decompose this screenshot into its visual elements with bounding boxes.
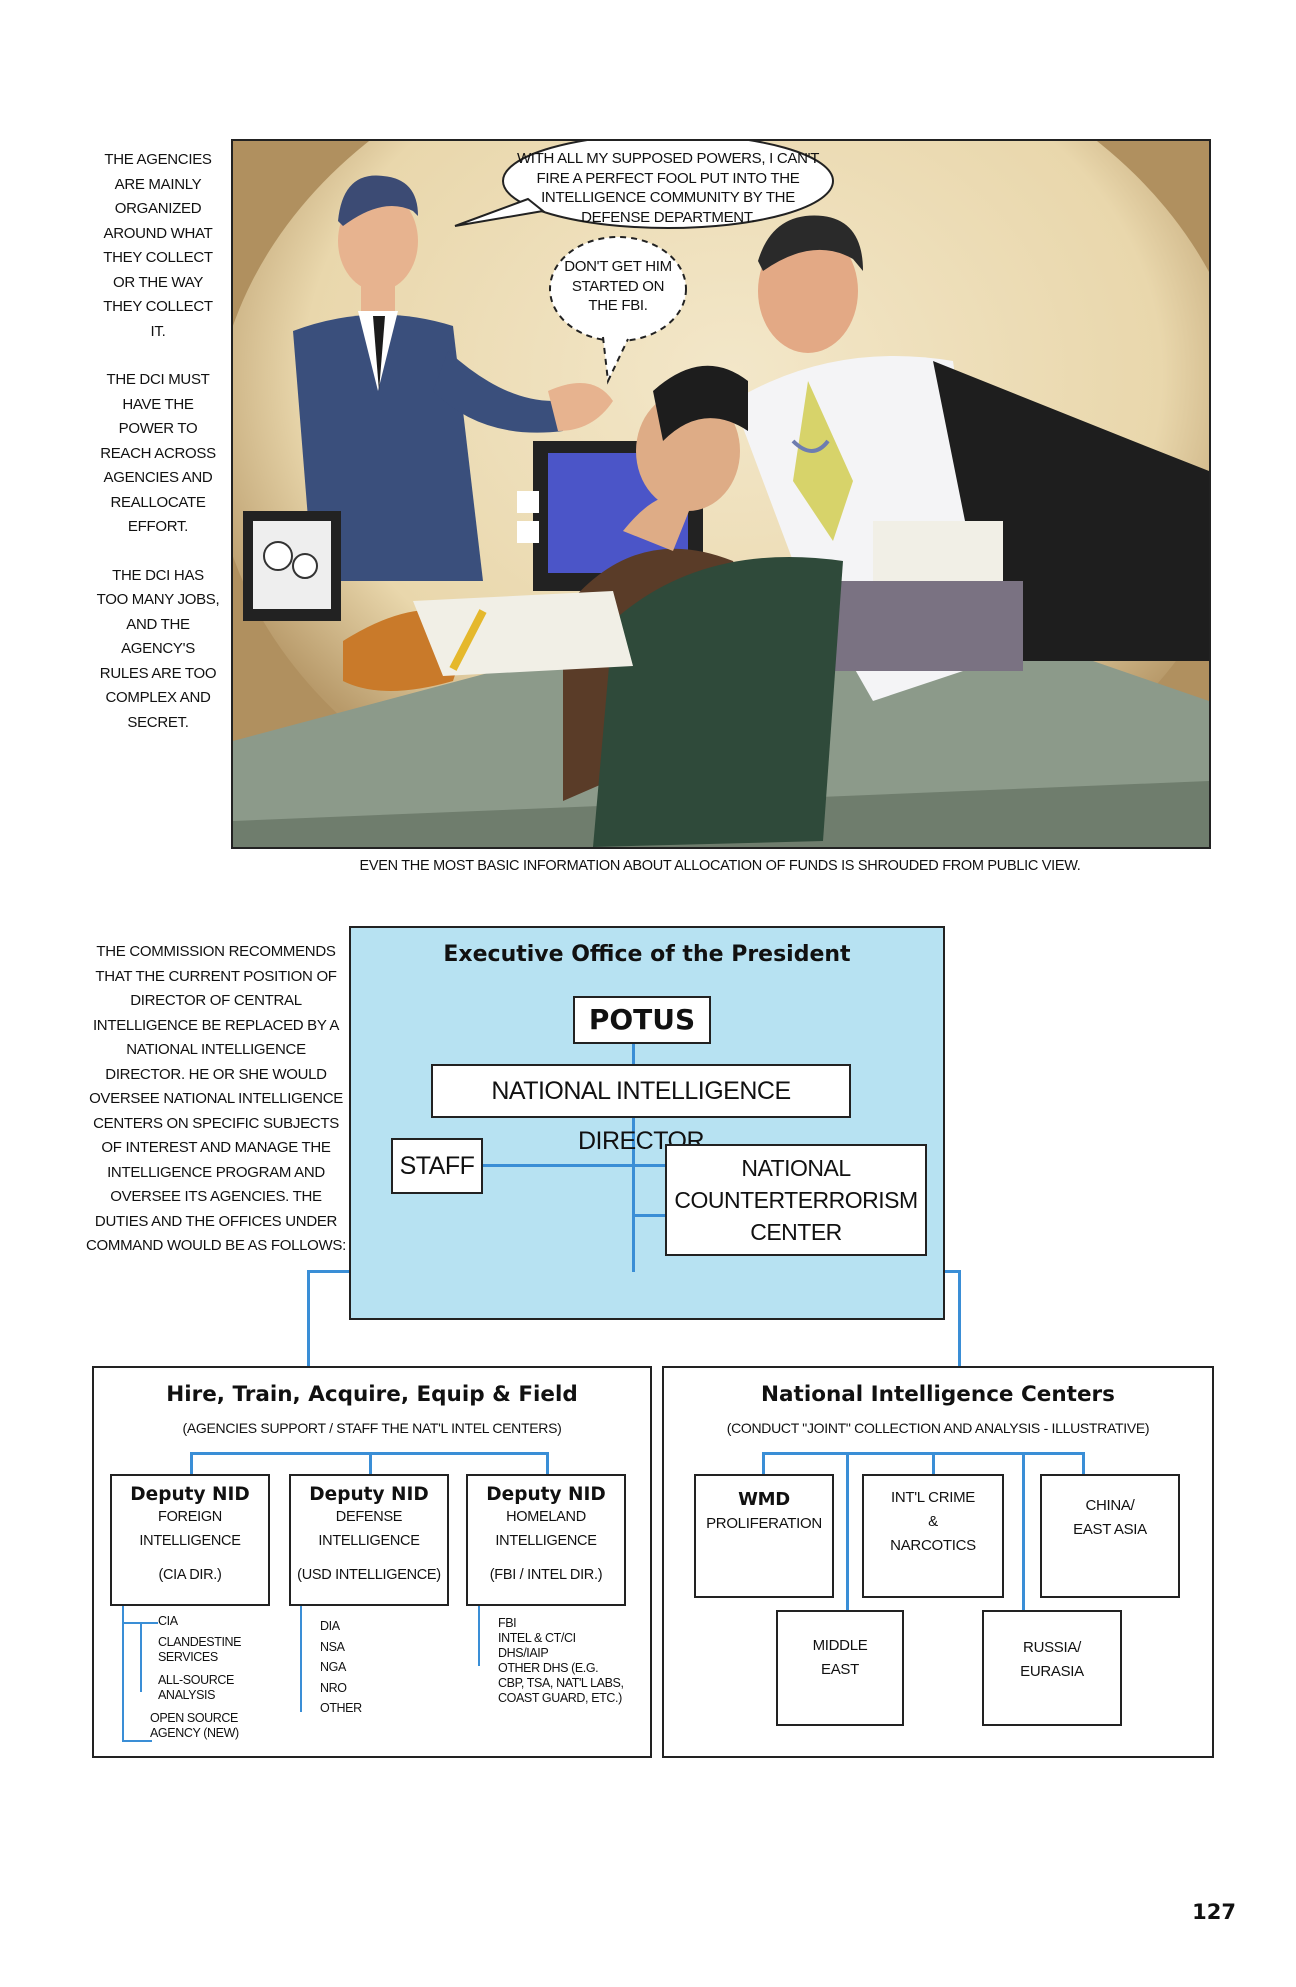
connector-line bbox=[632, 1214, 665, 1217]
national-intelligence-director-box: NATIONAL INTELLIGENCE DIRECTOR bbox=[431, 1064, 851, 1155]
speech-balloon-whisper: DON'T GET HIM STARTED ON THE FBI. bbox=[564, 258, 672, 314]
wmd-sub: PROLIFERATION bbox=[706, 1515, 822, 1532]
connector-line bbox=[1082, 1452, 1085, 1474]
connector-line bbox=[632, 1118, 635, 1272]
mideast-line: MIDDLE bbox=[812, 1637, 868, 1654]
deputy-line: INTELLIGENCE bbox=[318, 1533, 420, 1549]
deputy-paren: (CIA DIR.) bbox=[158, 1567, 222, 1583]
china-line: CHINA/ bbox=[1085, 1497, 1135, 1514]
nic-subtitle: (CONDUCT "JOINT" COLLECTION AND ANALYSIS… bbox=[726, 1420, 1150, 1436]
counterterrorism-center-box: NATIONAL COUNTERTERRORISM CENTER bbox=[665, 1144, 927, 1256]
foreign-sublist: CIA CLANDESTINE SERVICES ALL-SOURCE ANAL… bbox=[150, 1614, 268, 1741]
defense-sublist: DIA NSA NGA NRO OTHER bbox=[320, 1616, 400, 1719]
russia-line: RUSSIA/ bbox=[1023, 1639, 1081, 1656]
sublist-item: FBI bbox=[498, 1616, 517, 1630]
nctc-line: NATIONAL bbox=[741, 1155, 851, 1181]
china-line: EAST ASIA bbox=[1073, 1521, 1147, 1538]
sublist-item: DIA bbox=[320, 1619, 340, 1633]
deputy-line: FOREIGN bbox=[158, 1509, 222, 1525]
connector-line bbox=[140, 1622, 142, 1692]
side-note-2: THE DCI MUST HAVE THE POWER TO REACH ACR… bbox=[100, 371, 216, 535]
sublist-item: CIA bbox=[158, 1614, 178, 1628]
connector-line bbox=[546, 1452, 549, 1474]
sublist-item: NGA bbox=[320, 1660, 346, 1674]
crime-line: & bbox=[928, 1513, 938, 1530]
connector-line bbox=[369, 1452, 372, 1474]
connector-line bbox=[190, 1452, 193, 1474]
seated-man-figure bbox=[563, 365, 843, 847]
hire-title: Hire, Train, Acquire, Equip & Field bbox=[166, 1382, 578, 1407]
deputy-line: DEFENSE bbox=[335, 1509, 403, 1525]
deputy-line: INTELLIGENCE bbox=[495, 1533, 597, 1549]
sublist-item: CLANDESTINE SERVICES bbox=[158, 1635, 242, 1664]
leaning-man-figure bbox=[733, 215, 1209, 701]
side-note-3: THE DCI HAS TOO MANY JOBS, AND THE AGENC… bbox=[96, 566, 220, 731]
nic-title: National Intelligence Centers bbox=[761, 1382, 1115, 1407]
staff-box: STAFF bbox=[391, 1138, 483, 1194]
sublist-item: NSA bbox=[320, 1639, 345, 1654]
connector-line bbox=[483, 1164, 665, 1167]
panel-caption: EVEN THE MOST BASIC INFORMATION ABOUT AL… bbox=[359, 858, 1081, 874]
crime-line: INT'L CRIME bbox=[890, 1489, 975, 1506]
deputy-line: INTELLIGENCE bbox=[139, 1533, 241, 1549]
nctc-line: COUNTERTERRORISM bbox=[674, 1187, 918, 1213]
panel-illustration bbox=[233, 141, 1209, 847]
comic-panel: WITH ALL MY SUPPOSED POWERS, I CAN'T FIR… bbox=[231, 139, 1211, 849]
sublist-item: NRO bbox=[320, 1680, 347, 1695]
deputy-nid-defense-box: Deputy NID DEFENSE INTELLIGENCE (USD INT… bbox=[289, 1474, 449, 1606]
deputy-paren: (USD INTELLIGENCE) bbox=[297, 1567, 441, 1583]
national-intelligence-centers-box: National Intelligence Centers (CONDUCT "… bbox=[662, 1366, 1214, 1758]
deputy-title: Deputy NID bbox=[309, 1484, 429, 1505]
russia-center-box: RUSSIA/ EURASIA bbox=[982, 1610, 1122, 1726]
sublist-item: ALL-SOURCE ANALYSIS bbox=[158, 1673, 234, 1702]
nctc-line: CENTER bbox=[750, 1219, 842, 1245]
connector-line bbox=[307, 1270, 310, 1368]
connector-line bbox=[958, 1270, 961, 1368]
connector-line bbox=[478, 1606, 480, 1666]
sublist-item: DHS/IAIP bbox=[498, 1646, 549, 1660]
side-note-1: THE AGENCIES ARE MAINLY ORGANIZED AROUND… bbox=[103, 151, 213, 340]
connector-line bbox=[122, 1606, 124, 1742]
russia-line: EURASIA bbox=[1020, 1663, 1084, 1680]
connector-line bbox=[762, 1452, 1084, 1455]
sublist-item: OTHER DHS (E.G. CBP, TSA, NAT'L LABS, CO… bbox=[498, 1661, 624, 1705]
connector-line bbox=[932, 1452, 935, 1474]
speech-balloon-main: WITH ALL MY SUPPOSED POWERS, I CAN'T FIR… bbox=[516, 150, 820, 226]
mideast-center-box: MIDDLE EAST bbox=[776, 1610, 904, 1726]
deputy-line: HOMELAND bbox=[506, 1509, 586, 1525]
potus-box: POTUS bbox=[573, 996, 711, 1044]
sublist-item: OPEN SOURCE AGENCY (NEW) bbox=[150, 1711, 239, 1740]
mideast-line: EAST bbox=[821, 1661, 859, 1678]
china-center-box: CHINA/ EAST ASIA bbox=[1040, 1474, 1180, 1598]
connector-line bbox=[846, 1452, 849, 1680]
deputy-title: Deputy NID bbox=[486, 1484, 606, 1505]
connector-line bbox=[632, 1044, 635, 1064]
connector-line bbox=[1022, 1452, 1025, 1680]
side-notes-top: THE AGENCIES ARE MAINLY ORGANIZED AROUND… bbox=[96, 148, 220, 759]
crime-line: NARCOTICS bbox=[890, 1537, 976, 1554]
page-number: 127 bbox=[1192, 1900, 1236, 1924]
executive-office-title: Executive Office of the President bbox=[443, 942, 851, 967]
wmd-center-box: WMD PROLIFERATION bbox=[694, 1474, 834, 1598]
homeland-sublist: FBI INTEL & CT/CI DHS/IAIP OTHER DHS (E.… bbox=[498, 1616, 624, 1706]
deputy-title: Deputy NID bbox=[130, 1484, 250, 1505]
deputy-paren: (FBI / INTEL DIR.) bbox=[489, 1567, 603, 1583]
sublist-item: INTEL & CT/CI bbox=[498, 1631, 576, 1645]
hire-subtitle: (AGENCIES SUPPORT / STAFF THE NAT'L INTE… bbox=[182, 1420, 562, 1436]
connector-line bbox=[122, 1740, 152, 1742]
deputy-nid-homeland-box: Deputy NID HOMELAND INTELLIGENCE (FBI / … bbox=[466, 1474, 626, 1606]
wmd-title: WMD bbox=[738, 1489, 790, 1510]
side-note-bottom: THE COMMISSION RECOMMENDS THAT THE CURRE… bbox=[86, 943, 346, 1254]
connector-line bbox=[762, 1452, 765, 1474]
deputy-nid-foreign-box: Deputy NID FOREIGN INTELLIGENCE (CIA DIR… bbox=[110, 1474, 270, 1606]
hire-train-box: Hire, Train, Acquire, Equip & Field (AGE… bbox=[92, 1366, 652, 1758]
sublist-item: OTHER bbox=[320, 1701, 362, 1715]
crime-center-box: INT'L CRIME & NARCOTICS bbox=[862, 1474, 1004, 1598]
executive-office-box: Executive Office of the President POTUS … bbox=[349, 926, 945, 1320]
connector-line bbox=[300, 1606, 302, 1712]
